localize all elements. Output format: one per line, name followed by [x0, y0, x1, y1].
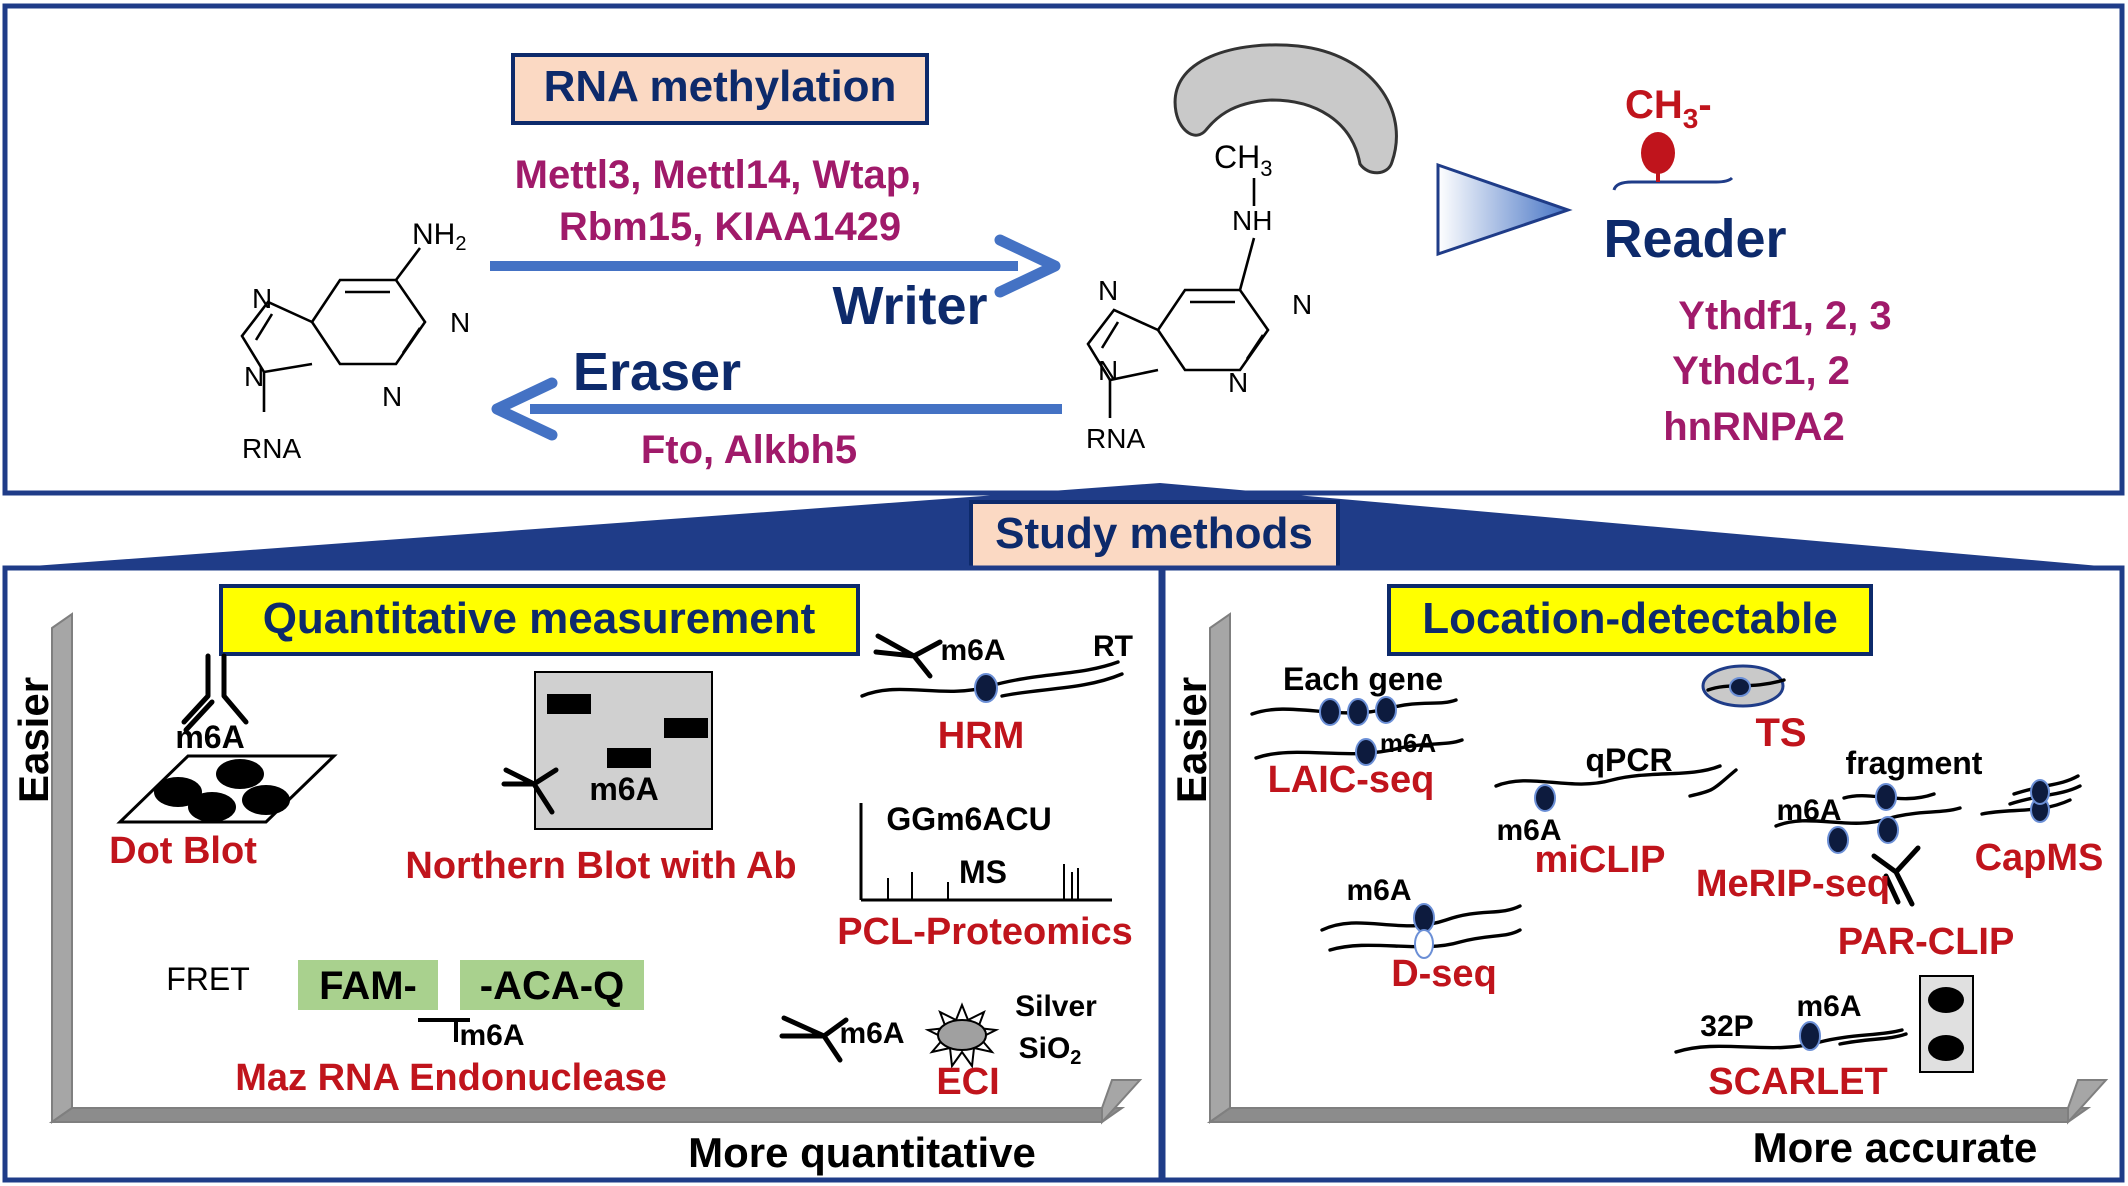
svg-text:RNA: RNA [242, 433, 301, 464]
eci-label: ECI [936, 1061, 999, 1103]
merip-fragment: fragment [1846, 745, 1983, 781]
svg-text:N: N [1098, 275, 1118, 306]
miclip-m6a: m6A [1496, 814, 1561, 847]
dot-blot-m6a: m6A [175, 719, 244, 755]
location-panel [1160, 565, 2125, 1183]
hrm-m6a: m6A [940, 634, 1005, 667]
ts-label: TS [1755, 711, 1806, 755]
writer-enzymes-line2: Rbm15, KIAA1429 [559, 205, 901, 249]
svg-text:N: N [450, 307, 470, 338]
quantitative-title-box [219, 584, 860, 656]
hrm-label: HRM [938, 715, 1025, 757]
dseq-label: D-seq [1391, 953, 1497, 995]
maz-fam: FAM- [319, 964, 417, 1008]
writer-arrow [490, 234, 1061, 298]
maz-acaq: -ACA-Q [480, 964, 624, 1008]
maz-label: Maz RNA Endonuclease [235, 1057, 666, 1099]
location-x-axis-label: More accurate [1753, 1124, 2038, 1171]
eci-diagram [779, 1002, 1000, 1069]
svg-text:CH3: CH3 [1214, 139, 1272, 181]
quantitative-x-axis-label: More quantitative [688, 1129, 1036, 1176]
eraser-enzymes: Fto, Alkbh5 [641, 428, 857, 472]
svg-text:RNA: RNA [1086, 423, 1145, 454]
maz-cut-mark [418, 1018, 470, 1042]
dseq-diagram [1320, 903, 1522, 959]
eraser-arrow [491, 377, 1062, 441]
svg-text:N: N [244, 361, 264, 392]
pcl-ms: MS [959, 854, 1007, 890]
methyltransferase-blob [1173, 43, 1398, 175]
pcl-label: PCL-Proteomics [837, 911, 1133, 953]
location-title: Location-detectable [1422, 594, 1838, 643]
svg-text:N: N [1228, 367, 1248, 398]
reader-gradient-triangle [1436, 162, 1573, 257]
hrm-diagram [860, 633, 1124, 703]
svg-text:N: N [252, 283, 272, 314]
maz-m6a: m6A [459, 1019, 524, 1052]
pcl-spectrum [859, 803, 1112, 902]
location-y-axis-label: Easier [1168, 677, 1215, 803]
capms-diagram [1980, 774, 2082, 823]
dot-blot-label: Dot Blot [109, 830, 257, 872]
reader-protein-3: hnRNPA2 [1663, 405, 1844, 449]
laic-diagram [1250, 696, 1464, 766]
northern-blot-label: Northern Blot with Ab [405, 845, 796, 887]
writer-enzymes-line1: Mettl3, Mettl14, Wtap, [515, 153, 922, 197]
capms-label: CapMS [1975, 837, 2104, 879]
location-title-box [1387, 584, 1873, 656]
svg-text:N: N [1098, 355, 1118, 386]
rna-methylation-box [511, 53, 929, 125]
methyl-adenosine-structure: CH3 NH N N N N RNA [1086, 139, 1312, 454]
pcl-seq: GGm6ACU [886, 801, 1051, 837]
svg-text:NH2: NH2 [412, 218, 466, 255]
study-methods-title: Study methods [995, 509, 1313, 558]
quantitative-y-axis-label: Easier [10, 677, 57, 803]
merip-diagram [1774, 783, 1962, 907]
hrm-rt: RT [1093, 630, 1133, 663]
merip-m6a: m6A [1776, 794, 1841, 827]
quantitative-panel [2, 565, 1164, 1183]
parclip-label: PAR-CLIP [1838, 921, 2015, 963]
reader-protein-2: Ythdc1, 2 [1672, 349, 1850, 393]
maz-fam-box [298, 960, 438, 1010]
eci-sio2: SiO2 [1019, 1032, 1082, 1069]
reader-protein-1: Ythdf1, 2, 3 [1678, 294, 1891, 338]
maz-fret: FRET [166, 961, 250, 997]
eci-silver: Silver [1015, 990, 1097, 1023]
writer-label: Writer [832, 276, 987, 336]
scarlet-label: SCARLET [1708, 1061, 1887, 1103]
merip-label: MeRIP-seq [1696, 863, 1890, 905]
ts-diagram [1701, 664, 1786, 708]
rna-methylation-title: RNA methylation [544, 62, 897, 111]
reader-methyl-icon: CH3- [1612, 83, 1734, 191]
eci-m6a: m6A [839, 1017, 904, 1050]
dot-blot-diagram [116, 653, 338, 824]
laic-m6a: m6A [1380, 728, 1437, 758]
reader-label: Reader [1603, 209, 1786, 269]
laic-label: LAIC-seq [1268, 759, 1435, 801]
dseq-m6a: m6A [1346, 874, 1411, 907]
top-panel [2, 3, 2125, 496]
miclip-diagram [1494, 764, 1738, 812]
maz-acaq-box [460, 960, 644, 1010]
svg-text:NH: NH [1232, 205, 1272, 236]
miclip-qpcr: qPCR [1585, 742, 1672, 778]
scarlet-32p: 32P [1700, 1010, 1753, 1043]
northern-blot-diagram [501, 671, 713, 830]
adenosine-structure: NH2 N N N N RNA [240, 218, 470, 464]
scarlet-m6a: m6A [1796, 990, 1861, 1023]
svg-text:CH3-: CH3- [1625, 83, 1712, 134]
location-axis [1206, 612, 2109, 1125]
svg-text:N: N [382, 381, 402, 412]
quantitative-axis [48, 612, 1143, 1125]
laic-each-gene: Each gene [1283, 661, 1443, 697]
scarlet-diagram [1674, 975, 1974, 1073]
northern-blot-m6a: m6A [589, 771, 658, 807]
svg-text:N: N [1292, 289, 1312, 320]
eraser-label: Eraser [573, 342, 741, 402]
quantitative-title: Quantitative measurement [263, 594, 816, 643]
miclip-label: miCLIP [1535, 839, 1666, 881]
